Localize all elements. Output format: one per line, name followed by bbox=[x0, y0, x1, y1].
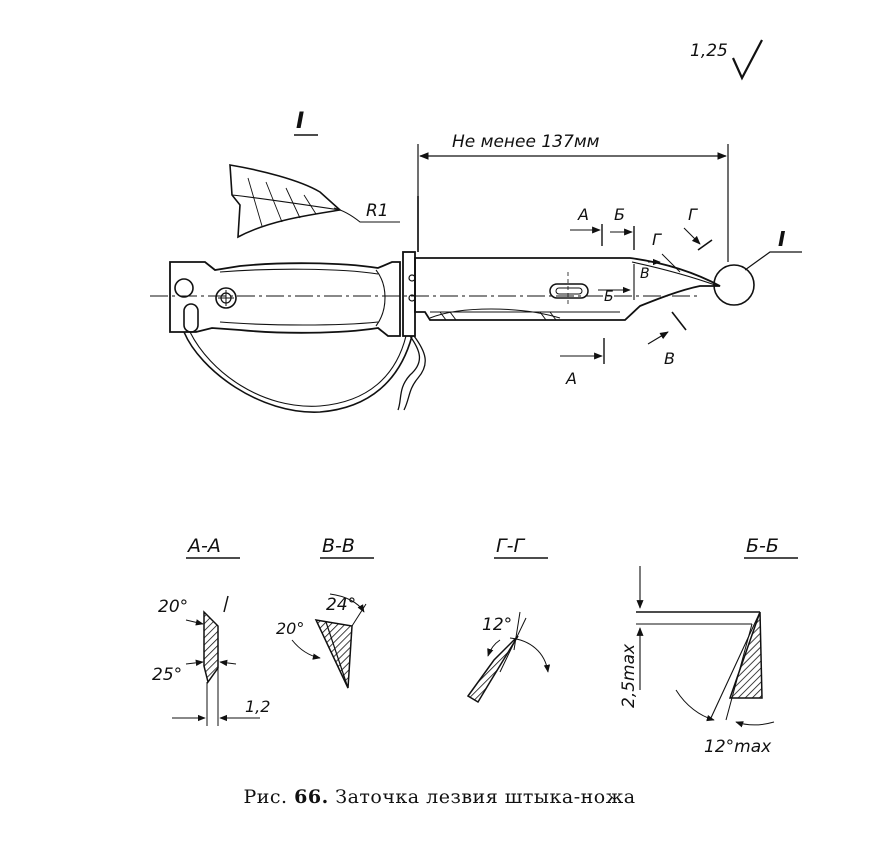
section-gg: Г-Г 12° bbox=[466, 535, 551, 704]
bayonet-main-view: I bbox=[150, 196, 802, 413]
radius-label: R1 bbox=[366, 201, 389, 221]
mark-a-top: А bbox=[577, 205, 589, 224]
mark-a-bottom: А bbox=[565, 369, 577, 388]
section-gg-angle: 12° bbox=[482, 615, 512, 635]
section-vv-angle-right: 24° bbox=[326, 595, 356, 615]
caption-prefix: Рис. bbox=[243, 786, 288, 808]
detail-circle bbox=[713, 264, 755, 306]
surface-finish-mark: 1,25 bbox=[690, 39, 763, 81]
section-bb: Б-Б 2,5max 12°max bbox=[619, 535, 798, 757]
mark-g-1: Г bbox=[652, 230, 662, 249]
length-dimension: Не менее 137мм bbox=[417, 132, 729, 262]
section-markers: А Б Б В Г Г А В bbox=[560, 205, 713, 388]
section-aa: А-А 1,2 20° 25° bbox=[152, 535, 270, 726]
section-gg-title: Г-Г bbox=[496, 535, 525, 557]
figure-caption: Рис. 66. Заточка лезвия штыка-ножа bbox=[0, 786, 879, 808]
mark-g-2: Г bbox=[688, 205, 698, 224]
detail-marker-callout: I bbox=[778, 227, 786, 251]
mark-v-bottom: В bbox=[664, 349, 675, 368]
pommel-screw bbox=[215, 287, 237, 309]
detail-marker-top: I bbox=[294, 109, 318, 136]
section-vv-title: В-В bbox=[322, 535, 355, 557]
tip-detail-fragment: R1 bbox=[229, 164, 400, 239]
mark-b-mid: Б bbox=[604, 289, 614, 305]
section-vv-angle-left: 20° bbox=[276, 619, 304, 638]
finish-value: 1,25 bbox=[690, 41, 728, 61]
caption-text: Заточка лезвия штыка-ножа bbox=[335, 786, 636, 808]
section-bb-angle: 12°max bbox=[704, 737, 772, 757]
mark-b-top: Б bbox=[614, 205, 625, 224]
crossguard bbox=[402, 251, 416, 337]
section-aa-thickness: 1,2 bbox=[245, 697, 270, 716]
caption-number: 66. bbox=[294, 786, 329, 808]
fuller-slot bbox=[549, 283, 589, 299]
section-bb-title: Б-Б bbox=[746, 535, 779, 557]
length-dimension-label: Не менее 137мм bbox=[452, 132, 600, 152]
detail-marker-label: I bbox=[296, 109, 304, 134]
section-aa-angle-top: 20° bbox=[158, 597, 188, 617]
section-aa-angle-bottom: 25° bbox=[152, 665, 182, 685]
section-vv: В-В 20° 24° bbox=[276, 535, 374, 689]
section-aa-title: А-А bbox=[186, 535, 221, 557]
mark-v-top: В bbox=[640, 266, 650, 282]
pommel-hole bbox=[174, 278, 194, 298]
technical-drawing: 1,25 I Не менее 137мм R1 bbox=[150, 39, 802, 757]
section-bb-height: 2,5max bbox=[619, 643, 639, 708]
